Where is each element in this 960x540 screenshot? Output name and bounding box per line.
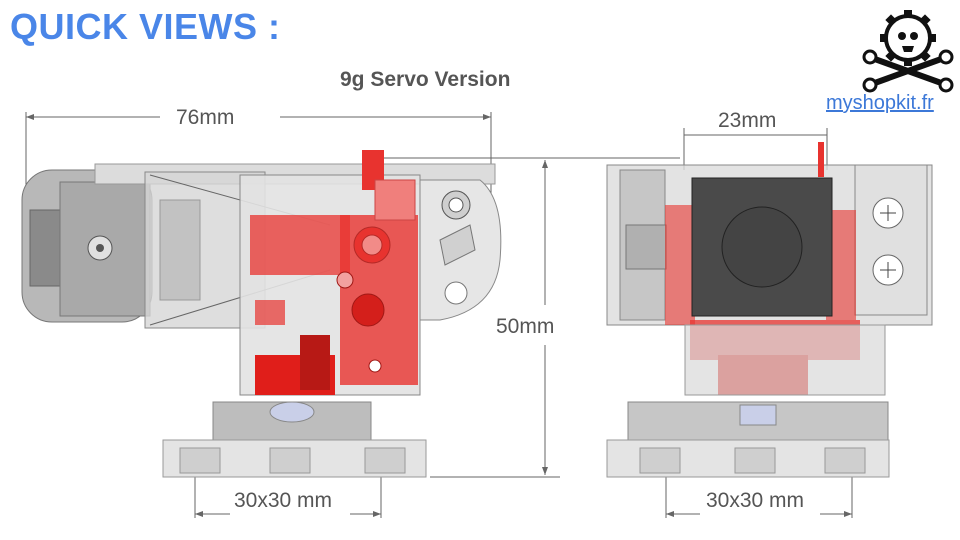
- height-label: 50mm: [492, 315, 559, 339]
- dimension-lines: [25, 112, 853, 518]
- mount-label-left: 30x30 mm: [230, 489, 337, 513]
- width-label-left: 76mm: [172, 106, 239, 130]
- page-title: QUICK VIEWS :: [10, 6, 281, 47]
- width-label-right: 23mm: [714, 109, 781, 133]
- diagram-subtitle: 9g Servo Version: [340, 68, 511, 91]
- side-view-model: [21, 150, 502, 478]
- shop-link[interactable]: myshopkit.fr: [826, 92, 934, 114]
- gear-skull-wrench-logo-icon: [862, 10, 954, 93]
- front-view-model: [606, 142, 933, 478]
- dimension-arrows: [26, 114, 852, 517]
- mount-label-right: 30x30 mm: [702, 489, 809, 513]
